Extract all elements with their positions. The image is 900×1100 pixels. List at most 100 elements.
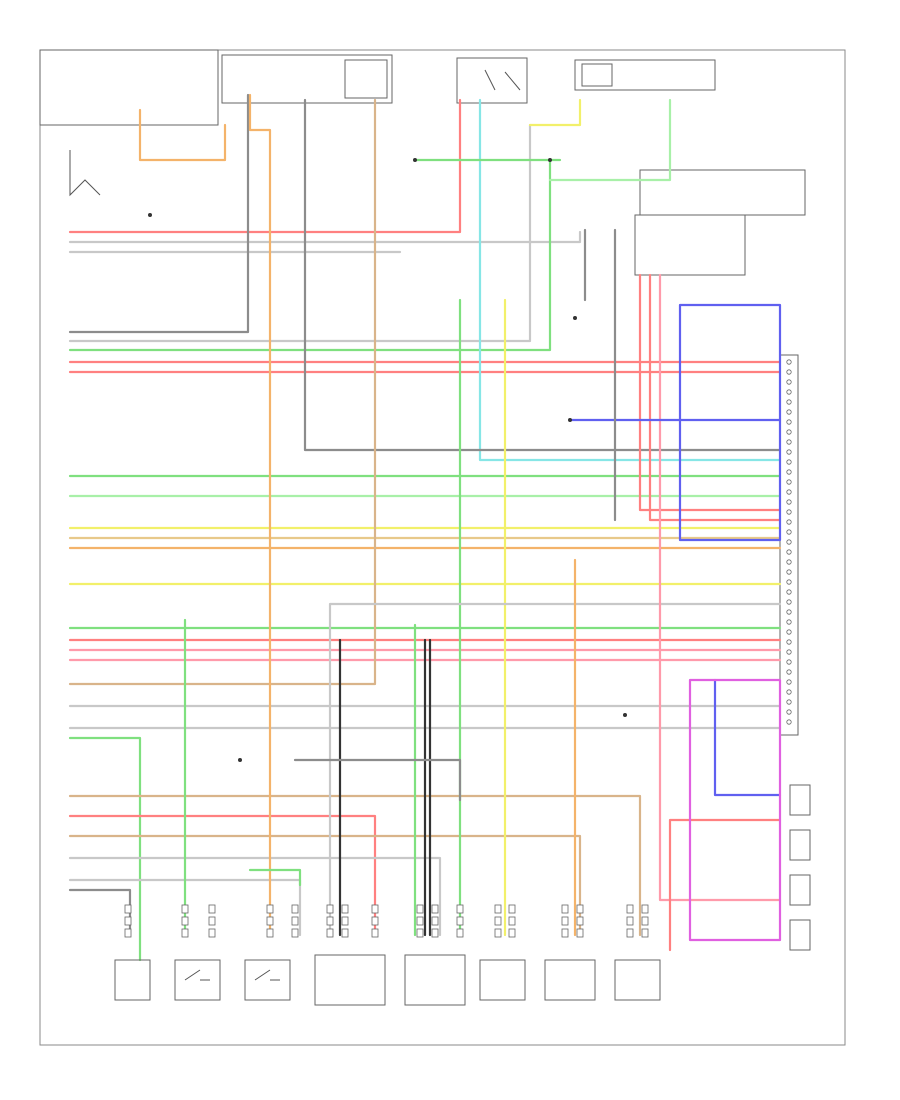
wire-green-top-right bbox=[548, 98, 672, 182]
connector-pin bbox=[416, 916, 424, 926]
connector-pin bbox=[181, 916, 189, 926]
connector-pin bbox=[626, 916, 634, 926]
pcm-pin bbox=[786, 709, 792, 715]
wire-lightgray-1 bbox=[68, 230, 582, 244]
connector-pin bbox=[341, 916, 349, 926]
component-2 bbox=[174, 959, 221, 1001]
pcm-pin bbox=[786, 509, 792, 515]
wire-green-vertical-e bbox=[248, 868, 302, 887]
ignition-switch-contact bbox=[484, 69, 521, 91]
pcm-connector-upper bbox=[634, 214, 746, 276]
diagram-border bbox=[39, 49, 846, 1046]
pcm-pin bbox=[786, 629, 792, 635]
connector-pin bbox=[416, 928, 424, 938]
wire-tan-836 bbox=[68, 834, 582, 937]
connector-pin bbox=[494, 904, 502, 914]
wire-cyan-460 bbox=[478, 98, 782, 462]
pcm-pin bbox=[786, 669, 792, 675]
pcm-pin bbox=[786, 589, 792, 595]
main-relay bbox=[574, 59, 716, 91]
ignition-switch bbox=[456, 57, 528, 104]
splice-1 bbox=[148, 213, 152, 217]
pcm-pin bbox=[786, 719, 792, 725]
connector-pin bbox=[326, 904, 334, 914]
component-7 bbox=[544, 959, 596, 1001]
connector-pin bbox=[341, 928, 349, 938]
pcm-pin bbox=[786, 429, 792, 435]
connector-pin bbox=[456, 904, 464, 914]
component-3 bbox=[244, 959, 291, 1001]
connector-pin bbox=[208, 928, 216, 938]
pcm-pin bbox=[786, 539, 792, 545]
connector-pin bbox=[208, 916, 216, 926]
connector-pin bbox=[371, 928, 379, 938]
pcm-pins bbox=[786, 359, 792, 725]
coil-2 bbox=[789, 829, 811, 861]
pcm-pin bbox=[786, 489, 792, 495]
coil-1 bbox=[789, 784, 811, 816]
wire-pink-vertical-i bbox=[658, 273, 782, 902]
pcm-pin bbox=[786, 569, 792, 575]
connector-pin bbox=[208, 904, 216, 914]
vertical-wires bbox=[138, 93, 782, 952]
connector-pin bbox=[641, 904, 649, 914]
splice-6 bbox=[568, 418, 572, 422]
wire-red-vertical-g bbox=[638, 273, 782, 512]
pcm-pin bbox=[786, 419, 792, 425]
bottom-components bbox=[114, 784, 811, 1006]
component-3-switch bbox=[254, 969, 280, 981]
connector-pin bbox=[456, 928, 464, 938]
wire-gray-vertical-d bbox=[293, 758, 462, 802]
wire-lightgray-604 bbox=[328, 602, 782, 937]
connector-pin bbox=[291, 928, 299, 938]
wire-tan-684 bbox=[68, 98, 377, 686]
pcm-pin bbox=[786, 699, 792, 705]
pcm-pin bbox=[786, 469, 792, 475]
pcm-pin bbox=[786, 479, 792, 485]
wire-blue-796 bbox=[713, 678, 782, 797]
connector-pin bbox=[291, 916, 299, 926]
connector-pin bbox=[124, 928, 132, 938]
connector-pin bbox=[576, 904, 584, 914]
connector-pin bbox=[508, 928, 516, 938]
wire-lightgray-340 bbox=[68, 123, 532, 343]
component-4 bbox=[314, 954, 386, 1006]
coil-4 bbox=[789, 919, 811, 951]
wire-lightgray-858 bbox=[68, 856, 442, 937]
coil-3 bbox=[789, 874, 811, 906]
component-1 bbox=[114, 959, 151, 1001]
pcm-pin bbox=[786, 599, 792, 605]
pcm-pin bbox=[786, 579, 792, 585]
connector-pin bbox=[266, 928, 274, 938]
pcm-pin bbox=[786, 549, 792, 555]
pcm-pin bbox=[786, 609, 792, 615]
pcm-pin bbox=[786, 499, 792, 505]
splice-2 bbox=[413, 158, 417, 162]
pcm-pin bbox=[786, 449, 792, 455]
pcm-pin bbox=[786, 649, 792, 655]
inertia-switch-symbol bbox=[69, 150, 101, 197]
component-8 bbox=[614, 959, 661, 1001]
pcm-pin bbox=[786, 679, 792, 685]
component-2-switch bbox=[184, 969, 210, 981]
connector-pin bbox=[124, 916, 132, 926]
connector-pin bbox=[371, 904, 379, 914]
wire-gray-450 bbox=[303, 98, 782, 452]
connector-pin bbox=[431, 904, 439, 914]
rear-compartment-box bbox=[639, 169, 806, 216]
bottom-connector-pins bbox=[124, 904, 649, 938]
connector-pin bbox=[291, 904, 299, 914]
connector-pin bbox=[416, 904, 424, 914]
wire-gray-330 bbox=[68, 93, 250, 334]
pcm-pin bbox=[786, 439, 792, 445]
connector-pin bbox=[561, 928, 569, 938]
pcm-pin bbox=[786, 519, 792, 525]
pcm-pin bbox=[786, 559, 792, 565]
connector-pin bbox=[431, 916, 439, 926]
wire-red-1 bbox=[68, 98, 462, 234]
connector-pin bbox=[124, 904, 132, 914]
connector-pin bbox=[641, 928, 649, 938]
wire-red-vertical-j bbox=[668, 818, 782, 952]
wire-orange-top-left bbox=[138, 108, 227, 162]
pcm-pin bbox=[786, 689, 792, 695]
